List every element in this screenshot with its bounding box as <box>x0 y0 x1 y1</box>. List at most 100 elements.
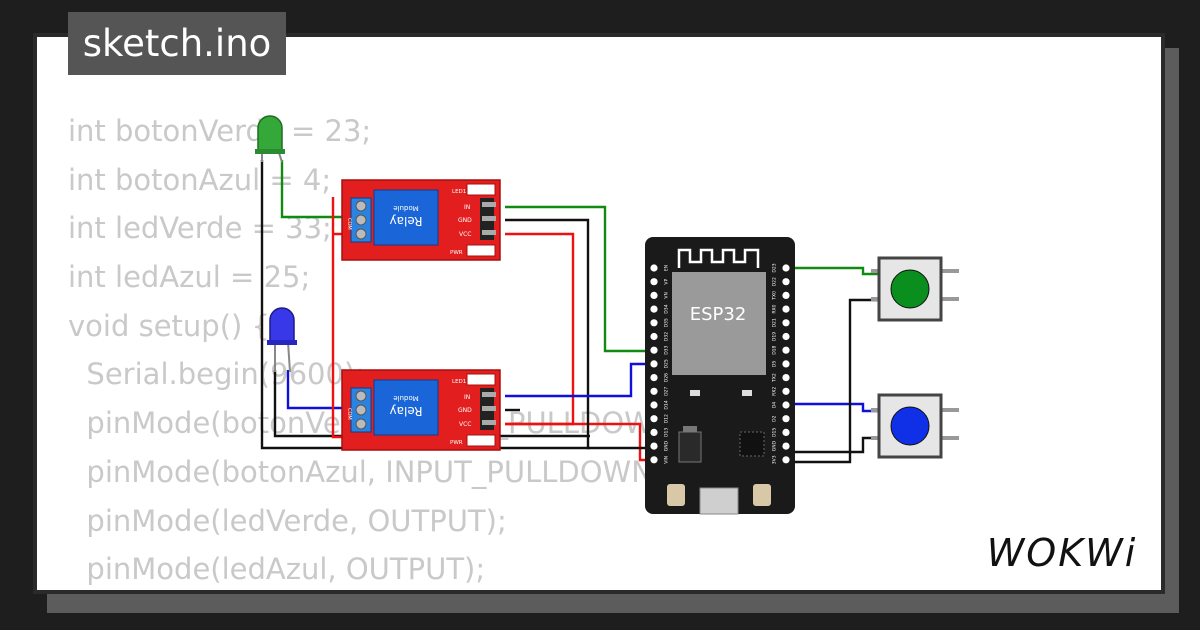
code-preview: int botonVerde = 23;int botonAzul = 4;in… <box>68 107 696 590</box>
esp32-pin-hole[interactable] <box>650 346 658 354</box>
esp32-pin-hole[interactable] <box>650 428 658 436</box>
esp32-pin-hole[interactable] <box>650 332 658 341</box>
esp32-pin-label: TX2 <box>772 373 778 383</box>
esp32-pin-hole[interactable] <box>782 415 790 423</box>
esp32-pin-label: RX0 <box>772 304 778 313</box>
esp32-pin-hole[interactable] <box>782 428 790 436</box>
esp32-pin-hole[interactable] <box>650 305 658 313</box>
esp32-pin-label: D18 <box>772 345 778 354</box>
esp32-pin-hole[interactable] <box>782 305 790 313</box>
esp32-pin-label: D21 <box>772 318 778 327</box>
esp32-pin-label: D35 <box>664 318 670 327</box>
esp32-pin-hole[interactable] <box>782 319 790 327</box>
led-blue[interactable] <box>267 307 297 373</box>
relay2-pin-vcc: VCC <box>459 421 471 428</box>
code-line: Serial.begin(9600); <box>68 357 366 392</box>
code-line: pinMode(ledAzul, OUTPUT); <box>68 552 486 587</box>
esp32-pin-hole[interactable] <box>650 415 658 423</box>
relay2-pwr-label: PWR <box>450 440 463 446</box>
relay1-pin-in: IN <box>464 204 470 211</box>
relay1-pin-gnd: GND <box>458 217 472 224</box>
esp32-pin-label: D23 <box>772 263 778 272</box>
esp32-pin-hole[interactable] <box>650 401 658 409</box>
esp32-en-button[interactable] <box>753 484 771 506</box>
code-line: pinMode(ledVerde, OUTPUT); <box>68 503 507 538</box>
esp32-pin-label: GND <box>772 440 778 451</box>
esp32-pin-hole[interactable] <box>650 456 658 464</box>
esp32-pin-label: D12 <box>664 414 670 423</box>
code-line: int botonAzul = 4; <box>68 162 332 197</box>
esp32-pin-label: D13 <box>664 428 670 437</box>
esp32-pin-label: VP <box>664 279 670 285</box>
relay1-led-label: LED1 <box>452 189 466 195</box>
esp32-pin-label: GND <box>664 440 670 451</box>
esp32-pin-label: D26 <box>664 373 670 382</box>
esp32-pin-label: D27 <box>664 387 670 396</box>
esp32-pin-label: D14 <box>664 400 670 409</box>
esp32-pin-label: VIN <box>664 456 670 464</box>
esp32-pin-label: 3V3 <box>772 455 778 464</box>
relay-module-1[interactable]: Relay Module LED1 PWR IN GND VCC COM <box>341 179 501 261</box>
esp32-pin-hole[interactable] <box>782 346 790 354</box>
esp32-pin-hole[interactable] <box>650 264 658 272</box>
esp32-pin-label: VN <box>664 292 670 298</box>
esp32-pin-label: D33 <box>664 345 670 354</box>
relay2-pin-in: IN <box>464 394 470 401</box>
esp32-pin-hole[interactable] <box>650 374 658 382</box>
relay2-pin-com: COM <box>346 408 352 420</box>
relay-module-2[interactable]: Relay Module LED1 PWR IN GND VCC COM <box>341 369 501 451</box>
relay2-sub: Module <box>393 394 418 402</box>
esp32-pin-label: D2 <box>772 415 778 421</box>
esp32-pin-label: D15 <box>772 428 778 437</box>
esp32-pin-label: D5 <box>772 361 778 367</box>
esp32-left-pins: ENVPVND34D35D32D33D25D26D27D14D12D13GNDV… <box>650 264 670 464</box>
esp32-pin-hole[interactable] <box>782 374 790 382</box>
esp32-pin-hole[interactable] <box>782 264 790 272</box>
esp32-pin-label: D4 <box>772 402 778 408</box>
relay1-name: Relay <box>390 214 423 228</box>
relay1-sub: Module <box>393 204 418 212</box>
esp32-pin-hole[interactable] <box>782 387 790 395</box>
esp32-pin-hole[interactable] <box>782 278 790 286</box>
esp32-pin-label: TX0 <box>772 291 778 301</box>
relay2-name: Relay <box>390 404 423 418</box>
esp32-pin-hole[interactable] <box>782 442 790 450</box>
esp32-pin-hole[interactable] <box>782 360 790 368</box>
esp32-pin-hole[interactable] <box>650 360 658 368</box>
esp32-pin-hole[interactable] <box>782 456 790 464</box>
esp32-pin-label: D25 <box>664 359 670 368</box>
esp32-pin-hole[interactable] <box>650 319 658 327</box>
code-line: int ledAzul = 25; <box>68 260 311 295</box>
code-line: int ledVerde = 33; <box>68 211 332 246</box>
esp32-board[interactable]: ESP32 ENVPVND34D35D32D33D25D26D27D14D12D… <box>645 237 795 515</box>
esp32-pin-label: EN <box>664 265 670 271</box>
esp32-pin-hole[interactable] <box>650 278 658 286</box>
pushbutton-green[interactable] <box>871 256 959 322</box>
relay1-pwr-label: PWR <box>450 250 463 256</box>
esp32-pin-hole[interactable] <box>782 332 790 341</box>
led-green[interactable] <box>255 115 285 163</box>
wokwi-logo[interactable]: WOKWi <box>987 531 1138 575</box>
relay2-led-label: LED1 <box>452 379 466 385</box>
project-title[interactable]: sketch.ino <box>68 12 286 75</box>
esp32-pin-label: D34 <box>664 304 670 313</box>
relay1-pin-vcc: VCC <box>459 231 471 238</box>
code-line: void setup() { <box>68 308 270 343</box>
esp32-pin-label: D19 <box>772 332 778 341</box>
esp32-pin-hole[interactable] <box>650 442 658 450</box>
esp32-boot-button[interactable] <box>667 484 685 506</box>
esp32-pin-hole[interactable] <box>782 401 790 409</box>
pushbutton-blue[interactable] <box>871 393 959 459</box>
relay1-pin-com: COM <box>346 218 352 230</box>
project-card[interactable]: int botonVerde = 23;int botonAzul = 4;in… <box>33 33 1165 594</box>
esp32-pin-hole[interactable] <box>782 291 790 299</box>
esp32-pin-hole[interactable] <box>650 291 658 299</box>
code-line: pinMode(botonAzul, INPUT_PULLDOWN); <box>68 454 674 489</box>
esp32-pin-hole[interactable] <box>650 387 658 395</box>
esp32-label: ESP32 <box>690 304 747 325</box>
esp32-pin-label: RX2 <box>772 387 778 396</box>
esp32-pin-label: D22 <box>772 277 778 286</box>
relay2-pin-gnd: GND <box>458 407 472 414</box>
